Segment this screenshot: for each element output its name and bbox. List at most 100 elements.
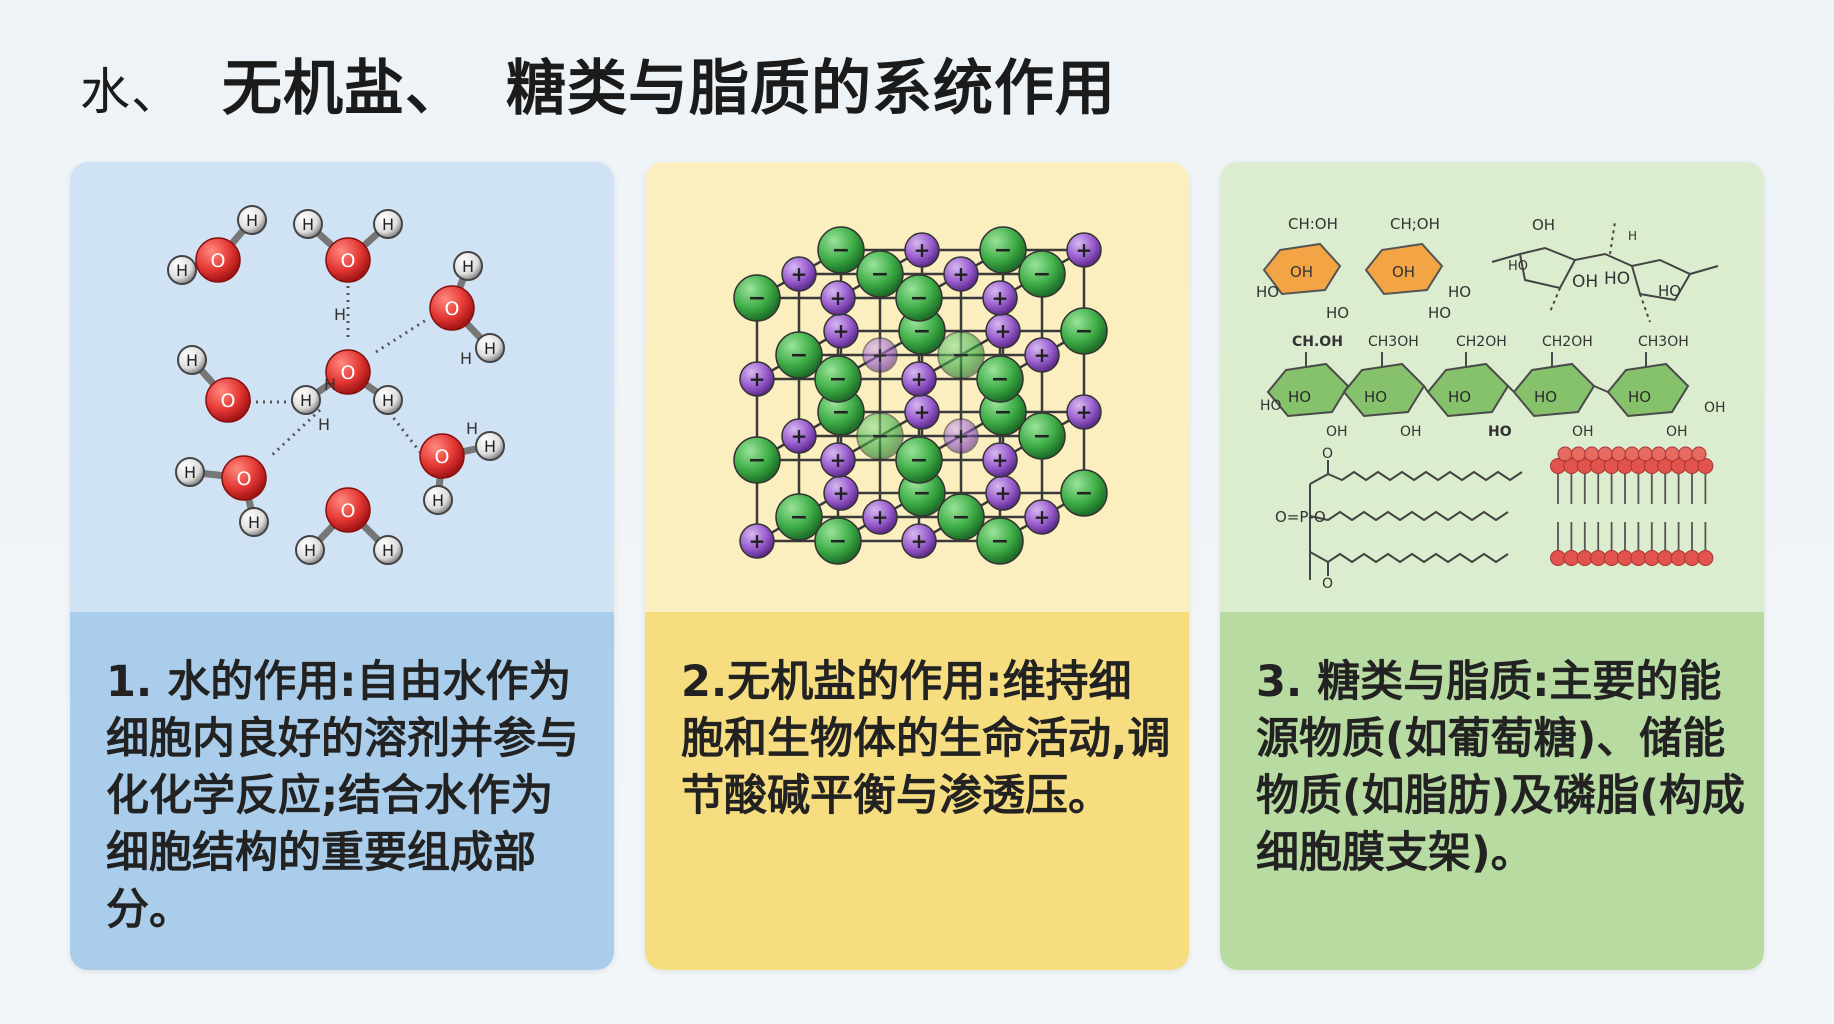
anion-label: −	[829, 367, 847, 392]
ch3oh-label-2: CH3OH	[1638, 334, 1689, 350]
ho-label-1: HO	[1256, 283, 1279, 301]
anion-label: −	[832, 238, 850, 263]
phospholipid-head	[1637, 446, 1653, 462]
phospholipid	[1563, 458, 1580, 566]
anion-label: −	[1075, 319, 1093, 344]
phospholipid	[1643, 458, 1660, 566]
oxygen-label: O	[221, 390, 236, 412]
ion-lattice-illustration: −+−++−+−−+−++−+−+−+−−+−++−+−−+−+−+−++−+−…	[645, 162, 1189, 612]
ch2oh-label-d1: CH2OH	[1456, 334, 1507, 350]
cation-ion: +	[901, 361, 937, 397]
glucose-unit: HO	[1512, 352, 1609, 418]
oxygen-label: O	[237, 468, 252, 490]
cation-ion: +	[820, 280, 856, 316]
cation-label: +	[872, 505, 889, 529]
anion-ion: −	[976, 355, 1024, 403]
glucose-unit: HO	[1426, 352, 1515, 418]
ch2oh-label-c: CH.OH	[1292, 334, 1343, 350]
hydrogen-atom	[373, 209, 403, 239]
hydrogen-atom	[175, 457, 205, 487]
oxygen-atom	[205, 377, 251, 423]
cation-label: +	[992, 448, 1009, 472]
hydrogen-bond-label: H	[324, 375, 336, 394]
ho-label: HO	[1628, 388, 1651, 406]
hydrogen-label: H	[484, 339, 496, 358]
anion-ion: −	[814, 355, 862, 403]
hydrogen-atom	[177, 345, 207, 375]
anion-ion: −	[1060, 469, 1108, 517]
anion-ion: −	[775, 493, 823, 541]
ho-label-6: HO	[1260, 398, 1282, 414]
cation-label: +	[911, 367, 928, 391]
anion-ion: −	[814, 517, 862, 565]
water-description-panel: 1. 水的作用:自由水作为细胞内良好的溶剂并参与化化学反应;结合水作为细胞结构的…	[70, 612, 614, 970]
hydrogen-atom	[453, 251, 483, 281]
hydrogen-bonds	[235, 272, 427, 459]
sugar-lipid-description-panel: 3. 糖类与脂质:主要的能源物质(如葡萄糖)、储能物质(如脂肪)及磷脂(构成细胞…	[1220, 612, 1764, 970]
phospholipid	[1550, 458, 1566, 566]
oxygen-label: O	[341, 500, 356, 522]
hydrogen-bond-label: H	[318, 415, 330, 434]
cation-label: +	[833, 481, 850, 505]
hydrogen-label: H	[302, 215, 314, 234]
salt-description-panel: 2.无机盐的作用:维持细胞和生物体的生命活动,调节酸碱平衡与渗透压。	[645, 612, 1189, 970]
h-label-1: H	[1628, 229, 1637, 243]
cation-label: +	[1034, 505, 1051, 529]
phospholipid	[1576, 458, 1593, 566]
oxygen-atom	[325, 237, 371, 283]
oxygen-atom	[419, 433, 465, 479]
page-title: 水、无机盐、糖类与脂质的系统作用	[80, 40, 1116, 127]
oxygen-label: O	[435, 446, 450, 468]
salt-card: −+−++−+−−+−++−+−+−+−−+−++−+−−+−+−+−++−+−…	[645, 162, 1189, 970]
hydrogen-label: H	[186, 351, 198, 370]
phospholipid-head	[1678, 446, 1694, 462]
anion-label: −	[910, 448, 928, 473]
cation-label: +	[749, 529, 766, 553]
cation-ion: +	[1024, 337, 1060, 373]
hydrogen-label: H	[246, 211, 258, 230]
cation-ion: +	[943, 256, 979, 292]
cation-ion: +	[901, 523, 937, 559]
hydrogen-label: H	[382, 391, 394, 410]
oxygen-atom	[325, 349, 371, 395]
phospholipid-head	[1597, 446, 1613, 462]
anion-ion: −	[1060, 307, 1108, 355]
phospholipid	[1603, 458, 1620, 566]
ion-lattice-svg: −+−++−+−−+−++−+−+−+−−+−++−+−−+−+−+−++−+−…	[733, 226, 1108, 565]
oxygen-label: O	[445, 298, 460, 320]
cation-ion: +	[781, 418, 817, 454]
phospholipid-head	[1664, 446, 1680, 462]
phospholipid	[1657, 458, 1674, 566]
phosphate-o-label-2: O	[1322, 576, 1333, 592]
sugar-lipid-description: 3. 糖类与脂质:主要的能源物质(如葡萄糖)、储能物质(如脂肪)及磷脂(构成细胞…	[1256, 657, 1745, 878]
sugar-lipid-card: CH:OH OH HO HO CH;OH OH HO HO OH	[1220, 162, 1764, 970]
glucose-unit: HO	[1606, 352, 1690, 418]
oh-label-10: OH	[1704, 400, 1726, 416]
water-molecule: HHO	[175, 455, 269, 537]
oxygen-label: O	[341, 362, 356, 384]
cation-ion: +	[1066, 394, 1102, 430]
anion-label: −	[913, 481, 931, 506]
hydrogen-label: H	[484, 437, 496, 456]
anion-ion: −	[895, 436, 943, 484]
oh-label-1: OH	[1290, 263, 1313, 281]
cation-ion: +	[1066, 232, 1102, 268]
phospholipid	[1697, 458, 1714, 566]
hydrogen-label: H	[382, 541, 394, 560]
hydrogen-atom	[295, 535, 325, 565]
hydrogen-label: H	[184, 463, 196, 482]
title-part-salt: 无机盐、	[222, 54, 466, 124]
oxygen-atom	[325, 487, 371, 533]
anion-ion: −	[856, 250, 904, 298]
phospholipid	[1590, 458, 1607, 566]
cation-ion: +	[1024, 499, 1060, 535]
phospholipid-structure	[1309, 460, 1523, 580]
lipid-bilayer	[1550, 446, 1714, 566]
cation-ion: +	[823, 475, 859, 511]
hydrogen-atom	[373, 535, 403, 565]
anion-label: −	[871, 424, 889, 449]
ho-label-1b: HO	[1326, 304, 1349, 322]
oxygen-label: O	[211, 250, 226, 272]
